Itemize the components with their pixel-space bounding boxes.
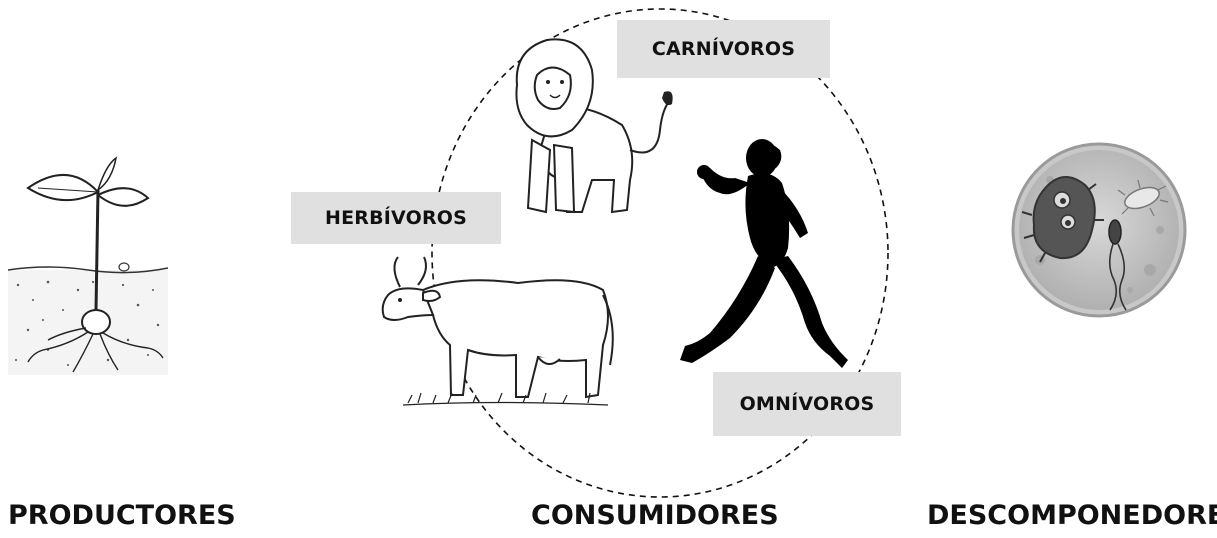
caption-decomposers: DESCOMPONEDORES	[927, 500, 1217, 531]
label-omnivores: OMNÍVOROS	[713, 372, 901, 436]
human-silhouette	[680, 138, 850, 373]
seedling-illustration	[8, 150, 173, 385]
label-herbivores: HERBÍVOROS	[291, 192, 501, 244]
caption-consumers: CONSUMIDORES	[531, 500, 779, 531]
caption-producers: PRODUCTORES	[8, 500, 236, 531]
bacteria-illustration	[1010, 140, 1188, 320]
cow-illustration	[378, 245, 618, 415]
label-carnivores: CARNÍVOROS	[617, 20, 830, 78]
